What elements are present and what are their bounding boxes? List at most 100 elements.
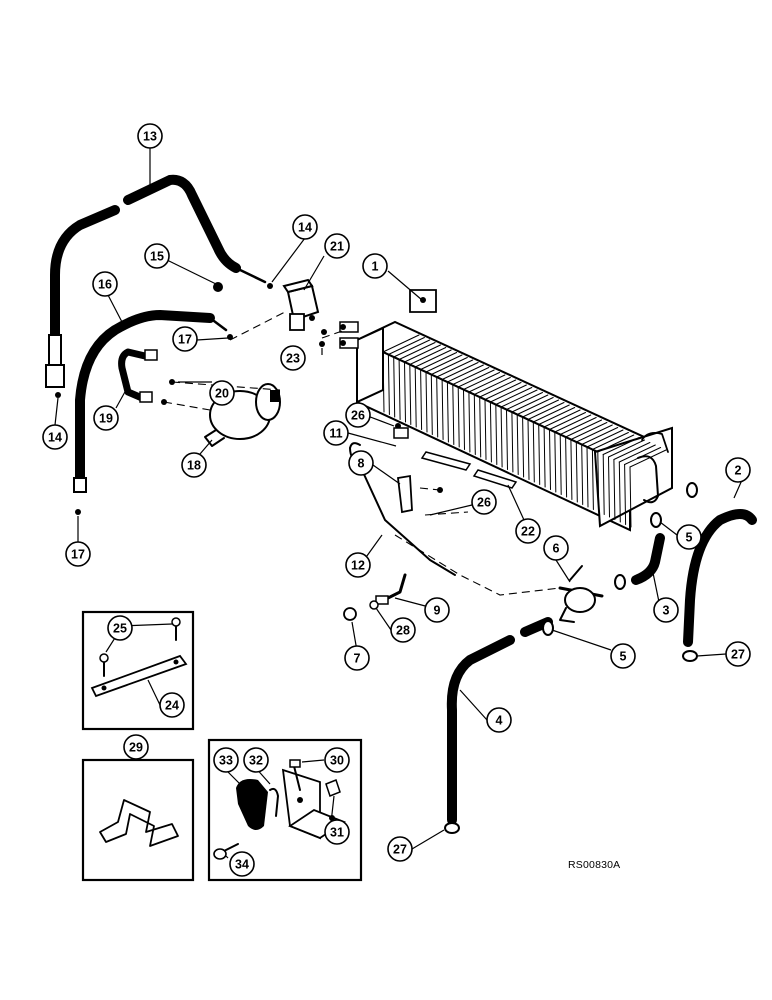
callout-30: 30 [324,747,350,773]
evaporator-fin [409,364,412,425]
evaporator-fin-top [516,397,554,415]
callout-22: 22 [515,518,541,544]
evaporator-fin-top [436,359,474,378]
callout-14a: 14 [292,214,318,240]
evaporator-fin-top [489,384,527,403]
callout-24: 24 [159,692,185,718]
evaporator-fin [532,421,535,483]
callout-29: 29 [123,734,149,760]
evaporator-fin-top [565,419,603,438]
inset-bar [81,610,195,731]
callout-7: 7 [344,645,370,671]
evaporator-fin [591,449,594,510]
evaporator-fin-top [393,339,431,358]
callout-19-label: 19 [99,412,113,426]
evaporator-fin [398,359,401,420]
callout-30-label: 30 [330,754,344,768]
evaporator-fin [511,411,514,473]
callout-1: 1 [362,253,388,279]
evaporator-fin [479,396,482,458]
callout-16: 16 [92,271,118,297]
evaporator-fin [489,401,492,463]
callout-20-label: 20 [215,387,229,401]
evaporator-fin-top [613,442,651,460]
evaporator-fin-top [511,394,549,413]
evaporator-fin [613,459,616,520]
callout-25: 25 [107,615,133,641]
callout-33: 33 [213,747,239,773]
callout-27b-label: 27 [393,843,407,857]
callout-22-label: 22 [521,525,535,539]
evaporator-fin-top [575,424,613,443]
callouts: 1 2 3 4 5 5 6 7 8 9 11 12 13 14 14 15 16… [42,123,751,877]
evaporator-fin [586,446,589,508]
callout-29-label: 29 [129,741,143,755]
evaporator-fin-top [446,364,484,383]
callout-24-label: 24 [165,699,179,713]
evaporator-fin-top [414,349,452,368]
callout-26b-label: 26 [477,496,491,510]
evaporator-fin-top [559,417,597,435]
evaporator-fin [500,406,503,468]
callout-1-label: 1 [372,260,379,274]
callout-21-label: 21 [330,240,344,254]
evaporator-fin [543,426,546,488]
callout-14a-label: 14 [298,221,312,235]
evaporator-fin-top [404,344,441,363]
callout-27a-label: 27 [731,648,745,662]
evaporator-fin [570,439,573,500]
evaporator-fin [473,394,476,455]
evaporator-fin-top [441,362,479,380]
callout-25-label: 25 [113,622,127,636]
evaporator-fin-top [522,399,560,418]
evaporator-fin [522,416,525,478]
callout-5a: 5 [676,524,702,550]
evaporator-fin-top [430,357,468,375]
evaporator-fin [468,391,471,453]
evaporator-fin [420,369,423,430]
evaporator-fin-top [473,377,511,395]
evaporator-fin [516,414,519,475]
evaporator-fin [559,434,562,495]
evaporator-fin-top [382,334,420,353]
evaporator-fin-top [543,409,581,428]
evaporator-fin-top [549,412,586,430]
evaporator-fin [624,464,627,525]
evaporator-fin-top [468,374,506,393]
callout-5b: 5 [610,643,636,669]
evaporator-fin-top [554,414,592,433]
evaporator-fin-top [591,432,629,450]
evaporator-fin [554,431,557,493]
evaporator-fin [393,356,396,418]
callout-5a-label: 5 [686,531,693,545]
evaporator-fin [618,461,621,523]
callout-7-label: 7 [354,652,361,666]
callout-18: 18 [181,452,207,478]
evaporator-fin [549,429,551,490]
callout-15-label: 15 [150,250,164,264]
evaporator-fin-top [425,354,463,373]
callout-12: 12 [345,552,371,578]
callout-18-label: 18 [187,459,201,473]
evaporator-fin [506,409,508,470]
evaporator-fin-top [457,369,495,388]
evaporator-fin-top [532,404,570,423]
evaporator-fin-top [387,337,425,355]
evaporator-fin [484,399,487,460]
callout-4-label: 4 [496,714,503,728]
callout-32-label: 32 [249,754,263,768]
callout-23-label: 23 [286,352,300,366]
callout-8-label: 8 [358,457,365,471]
callout-32: 32 [243,747,269,773]
evaporator-fin [575,441,578,503]
callout-34: 34 [229,851,255,877]
evaporator-fin-top [506,392,543,410]
callout-20: 20 [209,380,235,406]
callout-17a: 17 [172,326,198,352]
callout-16-label: 16 [98,278,112,292]
callout-9: 9 [424,597,450,623]
hose-13 [45,174,267,388]
evaporator-fin-top [479,379,517,398]
evaporator-fin [527,419,530,480]
evaporator-fin-top [570,422,608,440]
